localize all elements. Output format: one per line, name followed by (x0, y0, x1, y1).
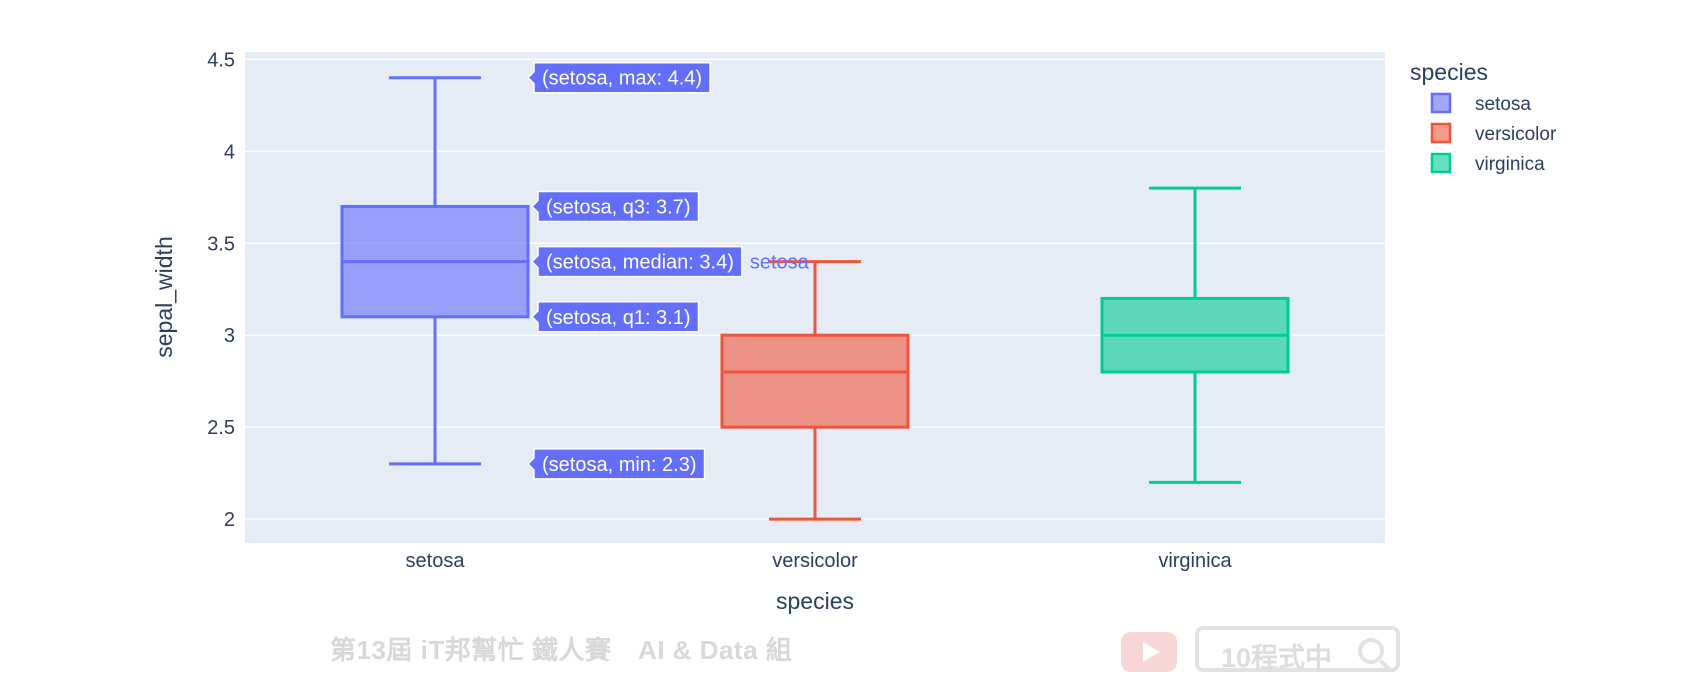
play-icon (1121, 632, 1177, 672)
box-setosa (340, 76, 530, 466)
legend-item-setosa: setosa (1430, 92, 1531, 115)
watermark-text: 第13屆 iT邦幫忙 鐵人賽 AI & Data 組 (330, 635, 793, 665)
legend-label: setosa (1475, 94, 1531, 115)
hover-label-max: (setosa, max: 4.4) (526, 61, 711, 94)
legend-swatch (1430, 152, 1452, 174)
y-axis-title: sepal_width (151, 236, 177, 357)
legend-item-virginica: virginica (1430, 152, 1545, 175)
y-axis-ticks: 2 2.5 3 3.5 4 4.5 (207, 49, 235, 531)
hover-label-text: (setosa, median: 3.4) (546, 252, 734, 274)
hover-label-text: (setosa, q1: 3.1) (546, 307, 691, 329)
hover-label-q3: (setosa, q3: 3.7) (530, 190, 700, 223)
x-axis-ticks: setosa versicolor virginica (406, 550, 1233, 572)
hover-labels: (setosa, max: 4.4) (setosa, q3: 3.7) (seto… (526, 61, 810, 480)
legend-title: species (1410, 59, 1488, 85)
watermark-search-text: 10程式中 (1221, 643, 1333, 673)
hover-label-box (530, 245, 743, 278)
watermark-search: 10程式中 (1195, 626, 1400, 673)
y-tick-label: 3 (224, 325, 235, 347)
boxes (340, 76, 1290, 521)
y-tick-label: 3.5 (207, 233, 235, 255)
legend-swatch (1430, 92, 1452, 114)
x-tick-label: versicolor (772, 550, 858, 572)
hover-label-median: (setosa, median: 3.4) setosa (530, 245, 810, 278)
hover-trace-name: setosa (750, 252, 810, 274)
box-versicolor (720, 260, 910, 521)
legend: species setosa versicolor virginica (1410, 59, 1557, 175)
iqr-box (720, 333, 910, 429)
search-icon (1358, 638, 1384, 664)
hover-label-text: (setosa, min: 2.3) (542, 454, 697, 476)
y-tick-label: 2 (224, 509, 235, 531)
legend-swatch (1430, 122, 1452, 144)
hover-label-box (530, 301, 700, 333)
legend-label: versicolor (1475, 124, 1557, 145)
hover-label-box (526, 448, 706, 480)
legend-label: virginica (1475, 154, 1545, 175)
hover-label-q1: (setosa, q1: 3.1) (530, 301, 700, 333)
y-tick-label: 2.5 (207, 417, 235, 439)
hover-label-min: (setosa, min: 2.3) (526, 448, 706, 480)
legend-item-versicolor: versicolor (1430, 122, 1557, 145)
hover-label-text: (setosa, q3: 3.7) (546, 196, 691, 218)
box-virginica (1100, 186, 1290, 484)
x-axis-title: species (776, 588, 854, 614)
y-tick-label: 4.5 (207, 49, 235, 71)
hover-label-box (530, 190, 700, 223)
hover-label-text: (setosa, max: 4.4) (542, 68, 702, 90)
x-tick-label: virginica (1158, 550, 1232, 572)
hover-label-box (526, 61, 711, 94)
y-tick-label: 4 (224, 141, 235, 163)
x-tick-label: setosa (406, 550, 466, 572)
